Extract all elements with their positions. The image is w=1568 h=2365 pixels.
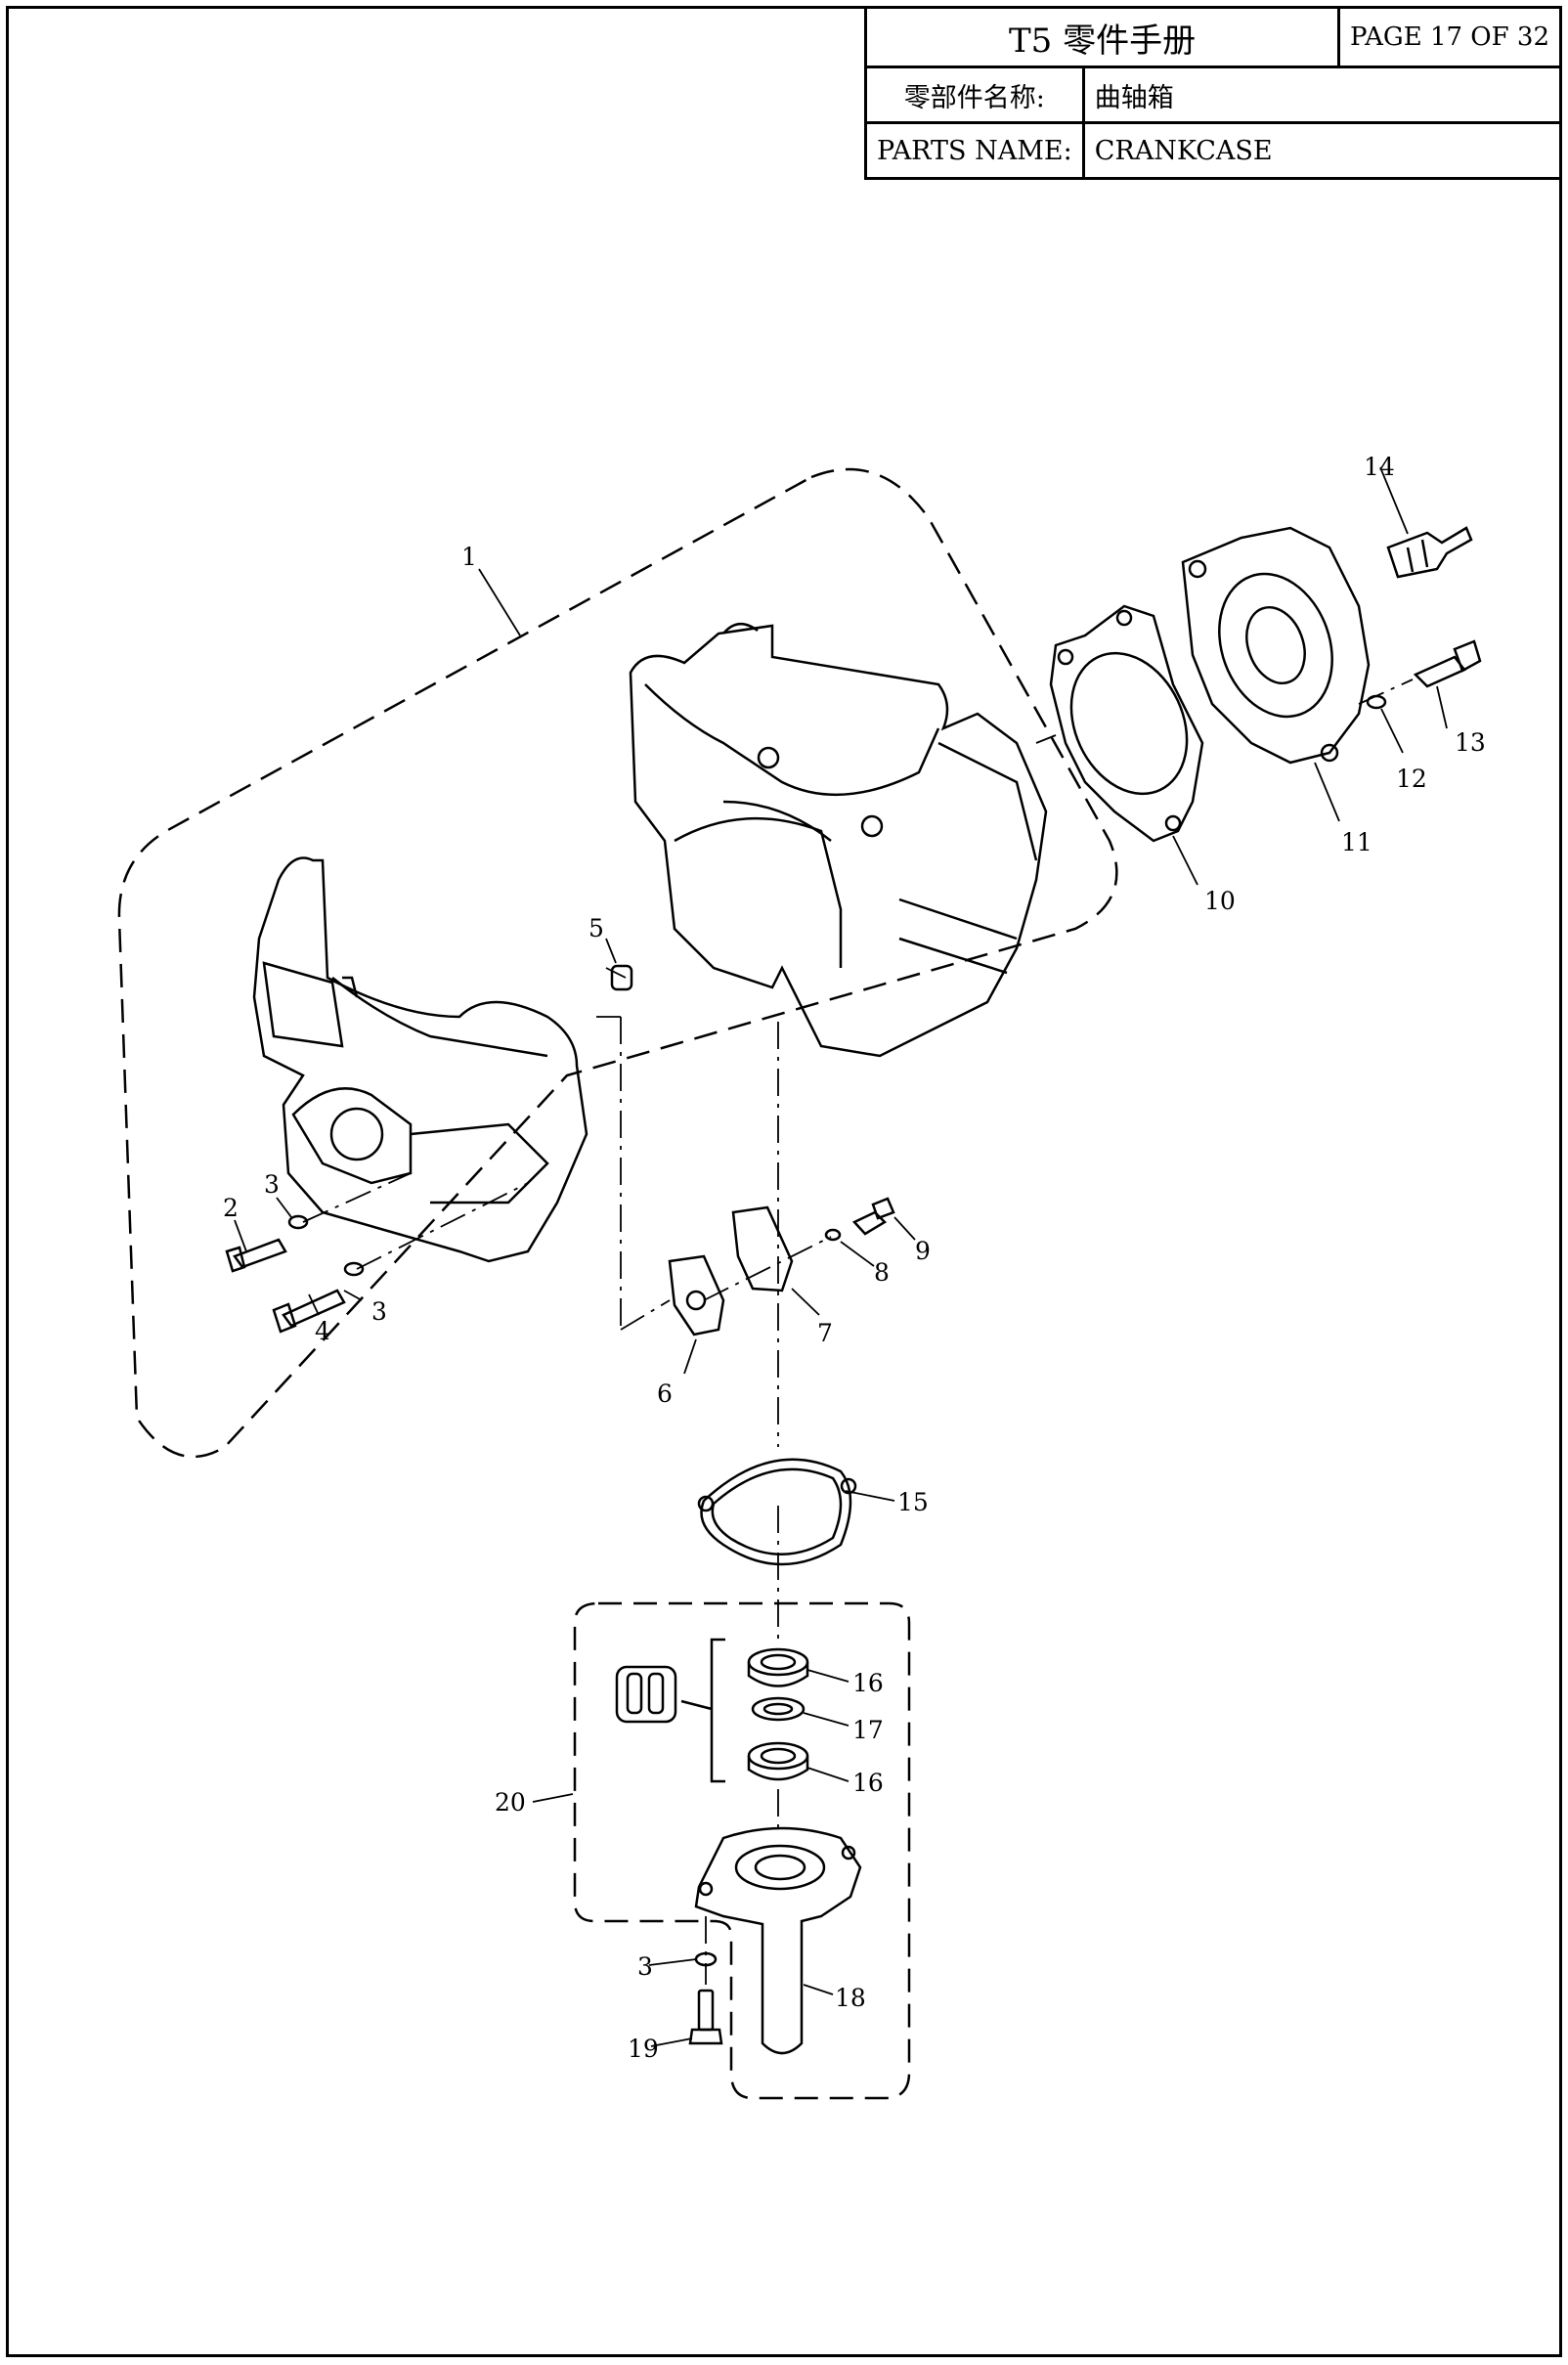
callout-12: 12 bbox=[1396, 765, 1427, 793]
callout-7: 7 bbox=[817, 1319, 833, 1347]
callout-14: 14 bbox=[1364, 453, 1395, 481]
part-name-value-en: CRANKCASE bbox=[1081, 121, 1563, 180]
callout-4: 4 bbox=[315, 1317, 330, 1345]
part-6-reed-stop bbox=[668, 1254, 725, 1336]
callout-16b: 16 bbox=[852, 1769, 884, 1797]
part-18-housing bbox=[694, 1826, 862, 2055]
callout-8: 8 bbox=[874, 1258, 890, 1287]
callout-18: 18 bbox=[835, 1984, 866, 2012]
part-13-bolt bbox=[1413, 639, 1482, 688]
kit-bracket bbox=[710, 1638, 725, 1783]
page-number: PAGE 17 OF 32 bbox=[1337, 5, 1562, 69]
callout-19: 19 bbox=[628, 2035, 659, 2063]
part-9-screw bbox=[851, 1197, 895, 1236]
callout-3a: 3 bbox=[264, 1170, 280, 1199]
callout-13: 13 bbox=[1455, 728, 1486, 757]
callout-10: 10 bbox=[1204, 887, 1236, 915]
manual-title: T5 零件手册 bbox=[863, 5, 1341, 69]
part-2-screw bbox=[225, 1238, 287, 1273]
part-3-washer-a bbox=[287, 1214, 309, 1230]
callout-11: 11 bbox=[1341, 828, 1372, 856]
title-block: T5 零件手册 PAGE 17 OF 32 零部件名称: 曲轴箱 PARTS N… bbox=[863, 5, 1563, 180]
leader-lines bbox=[234, 466, 1448, 2047]
drawing-border bbox=[6, 6, 1562, 2357]
part-16-oil-seal-top bbox=[747, 1647, 809, 1687]
callout-17: 17 bbox=[852, 1716, 884, 1744]
callout-2: 2 bbox=[223, 1194, 239, 1222]
part-3-washer-b bbox=[343, 1261, 365, 1277]
part-5-pin bbox=[610, 964, 633, 991]
part-14-spark-plug bbox=[1386, 526, 1473, 579]
callout-9: 9 bbox=[915, 1237, 931, 1265]
parts-kit-icon bbox=[615, 1665, 677, 1724]
assembly-centerlines bbox=[302, 679, 1414, 1985]
callout-6: 6 bbox=[657, 1380, 673, 1408]
part-10-head-gasket bbox=[1049, 604, 1204, 843]
part-name-label-cn: 零部件名称: bbox=[864, 66, 1085, 125]
callout-1: 1 bbox=[461, 543, 477, 571]
part-name-label-en: PARTS NAME: bbox=[864, 121, 1085, 180]
callout-3b: 3 bbox=[371, 1297, 387, 1326]
part-19-bolt bbox=[688, 1989, 723, 2045]
callout-15: 15 bbox=[897, 1488, 929, 1516]
part-8-washer bbox=[824, 1228, 842, 1242]
callout-20: 20 bbox=[495, 1788, 526, 1817]
callout-3c: 3 bbox=[637, 1952, 653, 1981]
group-20-outline bbox=[573, 1601, 911, 2100]
part-7-reed-valve bbox=[731, 1205, 794, 1292]
callout-5: 5 bbox=[588, 914, 604, 942]
part-11-cylinder-head bbox=[1181, 526, 1371, 765]
part-15-gasket bbox=[697, 1458, 857, 1566]
part-name-value-cn: 曲轴箱 bbox=[1081, 66, 1563, 125]
part-16-oil-seal-bottom bbox=[747, 1741, 809, 1781]
callout-labels: 1 2 3 3 3 4 5 6 7 8 9 10 11 12 13 14 15 … bbox=[223, 453, 1486, 2063]
crankcase-right-half bbox=[629, 623, 1048, 1058]
callout-16a: 16 bbox=[852, 1669, 884, 1697]
crankcase-left-half bbox=[252, 856, 588, 1263]
part-4-screw bbox=[272, 1289, 346, 1334]
group-1-outline bbox=[117, 467, 1118, 1459]
part-17-o-ring bbox=[751, 1696, 806, 1722]
